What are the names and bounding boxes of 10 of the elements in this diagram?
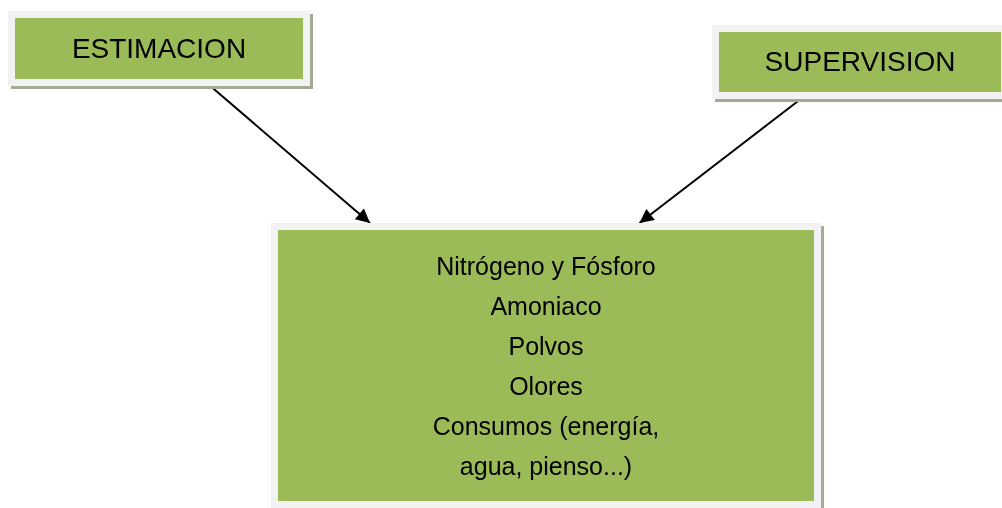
process-box [271, 223, 821, 508]
box-text: SUPERVISION [764, 46, 956, 78]
box-text: Olores [509, 370, 583, 402]
box-text: Consumos (energía, agua, pienso...) [431, 410, 661, 482]
box-text: Nitrógeno y Fósforo [436, 250, 656, 282]
box-text: Polvos [508, 330, 584, 362]
process-box [712, 25, 1002, 99]
box-text: Amoniaco [490, 290, 602, 322]
process-box [8, 11, 310, 86]
box-text: ESTIMACION [71, 32, 247, 65]
